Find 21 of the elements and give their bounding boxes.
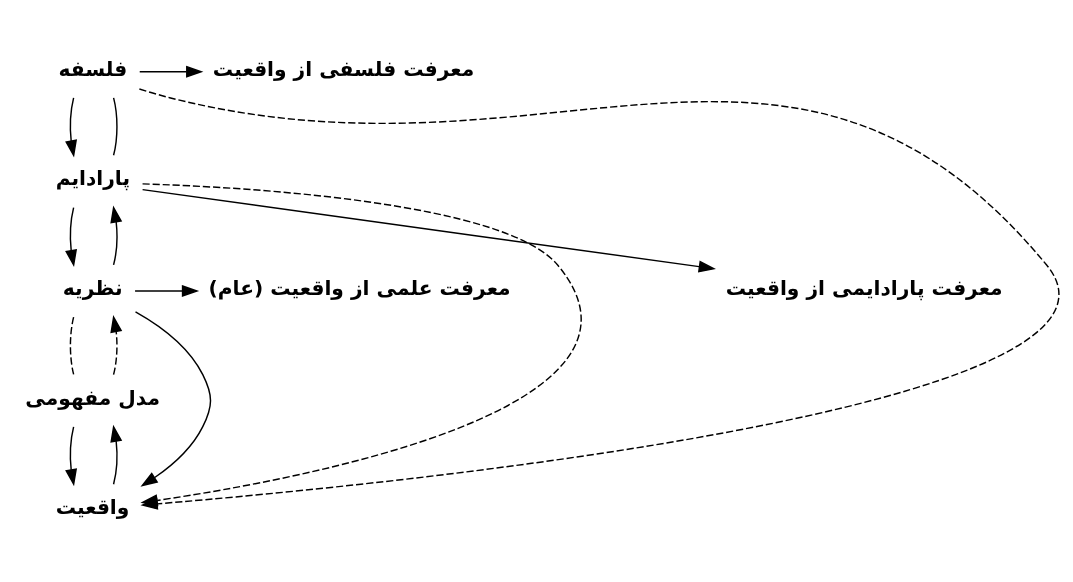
node-text: معرفت فلسفی از واقعیت [212,56,475,81]
arrow [65,426,78,487]
arrow [139,65,204,78]
connector [112,97,118,156]
arrow [134,311,212,487]
connector [69,316,75,376]
arrow [65,97,78,158]
node-text: مدل مفهومی [25,385,160,410]
arrow [141,188,716,273]
arrow [110,424,123,485]
arrow [110,315,123,376]
arrow [134,284,200,298]
arrow [140,183,581,507]
node-text: معرفت پارادایمی از واقعیت [725,275,1003,300]
node-text: نظریه [62,275,123,300]
node-text: پارادایم [55,166,131,191]
node-text: واقعیت [55,495,130,520]
arrow [110,205,123,266]
arrow [65,206,78,268]
node-text: معرفت علمی از واقعیت (عام) [208,275,511,300]
node-text: فلسفه [58,56,128,81]
